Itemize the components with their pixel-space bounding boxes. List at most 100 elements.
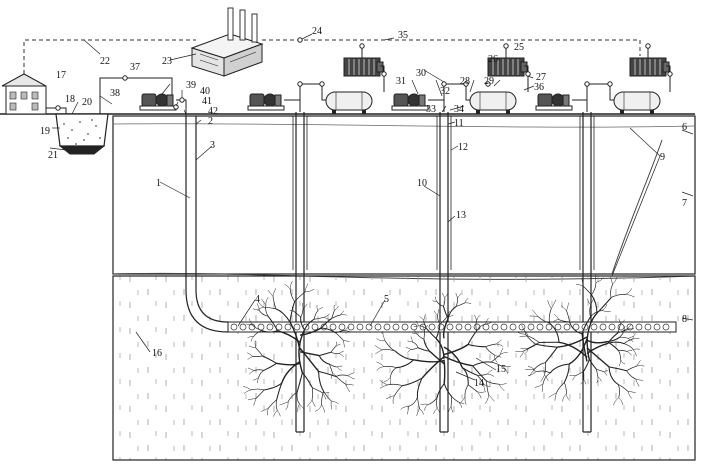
label-16: 16	[152, 348, 162, 359]
compressor-26	[487, 57, 528, 77]
pipe-c3	[444, 83, 470, 101]
label-41: 41	[202, 96, 212, 107]
fracture-networks	[243, 274, 645, 417]
control-line-35	[262, 39, 641, 56]
label-32: 32	[440, 86, 450, 97]
proppant-bead	[563, 323, 571, 331]
proppant-bead	[572, 323, 580, 331]
valve-b4	[381, 71, 387, 77]
house-to-tank-pipe	[46, 107, 67, 114]
leader-line	[469, 79, 475, 93]
label-39: 39	[186, 80, 196, 91]
proppant-bead	[491, 323, 499, 331]
proppant-bead	[653, 323, 661, 331]
pipe-b5	[380, 65, 385, 92]
leader-line	[447, 121, 456, 125]
leader-line	[681, 317, 694, 321]
proppant-bead	[347, 323, 355, 331]
label-40: 40	[200, 86, 210, 97]
label-14: 14	[474, 378, 484, 389]
proppant-bead	[257, 323, 265, 331]
label-3: 3	[210, 140, 215, 151]
leader-line	[495, 57, 501, 61]
fracture-network-2	[374, 292, 511, 417]
gas-tank-d	[613, 91, 661, 114]
proppant-bead	[446, 323, 454, 331]
valve-d2	[607, 81, 613, 87]
proppant-bead	[608, 323, 616, 331]
proppant-bead	[509, 323, 517, 331]
label-4: 4	[255, 294, 260, 305]
leader-line	[195, 119, 202, 125]
gas-tank-28	[469, 91, 517, 114]
label-11: 11	[454, 118, 464, 129]
valve-d3	[645, 43, 651, 49]
leader-line	[435, 79, 443, 97]
leader-line	[455, 371, 476, 381]
fracture-proppant-beads	[230, 323, 670, 331]
proppant-bead	[293, 323, 301, 331]
control-line-22	[23, 39, 196, 74]
proppant-bead	[374, 323, 382, 331]
valve-27	[525, 71, 531, 77]
label-28: 28	[460, 76, 470, 87]
label-9: 9	[660, 152, 665, 163]
leader-line	[423, 185, 441, 197]
valve-24	[297, 37, 303, 43]
proppant-bead	[410, 323, 418, 331]
proppant-bead	[383, 323, 391, 331]
proppant-bead	[428, 323, 436, 331]
leader-line	[681, 191, 694, 197]
proppant-bead	[356, 323, 364, 331]
pump-b	[247, 93, 285, 111]
leader-line	[523, 85, 535, 91]
leader-line	[423, 69, 445, 83]
label-19: 19	[40, 126, 50, 137]
leader-line	[99, 95, 113, 105]
label-22: 22	[100, 56, 110, 67]
vertical-well-3	[579, 112, 595, 433]
valve-b1	[297, 81, 303, 87]
pump-31	[391, 93, 429, 111]
proppant-bead	[311, 323, 319, 331]
valve-40	[179, 97, 185, 103]
leader-line	[169, 53, 197, 61]
label-27: 27	[536, 72, 546, 83]
strata	[112, 115, 696, 461]
leader-line	[447, 215, 456, 223]
pump-39	[139, 93, 177, 111]
label-15: 15	[496, 364, 506, 375]
label-24: 24	[312, 26, 322, 37]
label-12: 12	[458, 142, 468, 153]
valve-d4	[667, 71, 673, 77]
leader-line	[441, 105, 447, 113]
label-34: 34	[454, 104, 464, 115]
proppant-bead	[266, 323, 274, 331]
valve-41	[173, 104, 179, 110]
pipe-c5	[524, 65, 529, 92]
leader-line	[237, 299, 256, 327]
valve-b2	[319, 81, 325, 87]
leader-line	[301, 33, 313, 40]
label-23: 23	[162, 56, 172, 67]
wells-group	[292, 112, 595, 433]
label-10: 10	[417, 178, 427, 189]
label-29: 29	[484, 76, 494, 87]
label-7: 7	[682, 198, 687, 209]
fracture-network-3	[515, 274, 645, 406]
vertical-well-1	[292, 112, 308, 433]
leader-line	[527, 75, 534, 79]
label-21: 21	[48, 150, 58, 161]
proppant-bead	[635, 323, 643, 331]
pipe-d3	[587, 83, 614, 101]
leader-line	[475, 357, 497, 371]
label-17: 17	[56, 70, 66, 81]
leader-line	[411, 79, 419, 95]
label-38: 38	[110, 88, 120, 99]
leader-line	[161, 83, 171, 95]
leader-line	[369, 299, 386, 327]
valve-29	[485, 81, 491, 87]
